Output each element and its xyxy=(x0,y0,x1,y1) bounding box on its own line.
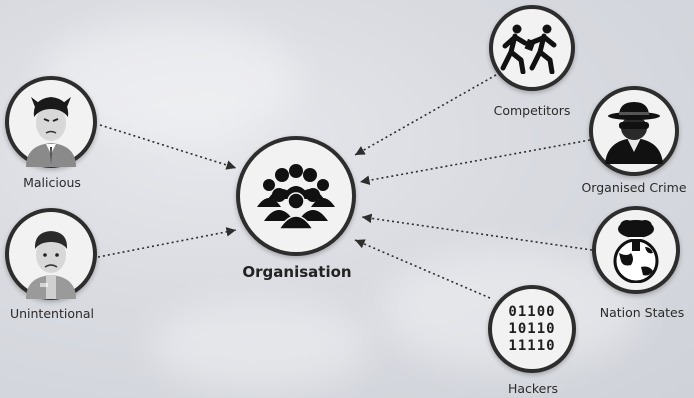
binary-line: 11110 xyxy=(508,337,556,354)
organisation-node xyxy=(236,136,356,256)
organised-crime-label: Organised Crime xyxy=(581,180,687,195)
link-competitors xyxy=(354,74,497,156)
link-hackers xyxy=(354,239,491,299)
binary-line: 01100 xyxy=(508,303,556,320)
binary-code-icon: 01100 10110 11110 xyxy=(508,304,555,355)
nation-states-label: Nation States xyxy=(599,305,685,320)
malicious-label: Malicious xyxy=(23,175,81,190)
hackers-node: 01100 10110 11110 xyxy=(488,285,576,373)
spy-icon xyxy=(605,102,663,164)
organised-crime-node xyxy=(589,86,679,176)
unintentional-label: Unintentional xyxy=(9,306,95,321)
sad-man-icon xyxy=(26,231,76,299)
group-of-people-icon xyxy=(257,164,335,229)
link-malicious xyxy=(99,124,237,170)
unintentional-node xyxy=(5,208,97,300)
competitors-label: Competitors xyxy=(493,103,571,118)
link-unintentional xyxy=(97,227,237,258)
link-nation-states xyxy=(361,213,593,251)
malicious-node xyxy=(5,76,97,168)
running-men-icon xyxy=(500,24,557,74)
competitors-node xyxy=(489,5,575,91)
link-organised-crime xyxy=(359,139,591,185)
binary-line: 10110 xyxy=(508,320,556,337)
nation-states-node xyxy=(592,206,680,294)
organisation-label: Organisation xyxy=(242,263,352,281)
globe-explosion-icon xyxy=(613,220,659,283)
devil-man-icon xyxy=(26,97,76,167)
hackers-label: Hackers xyxy=(507,381,559,396)
